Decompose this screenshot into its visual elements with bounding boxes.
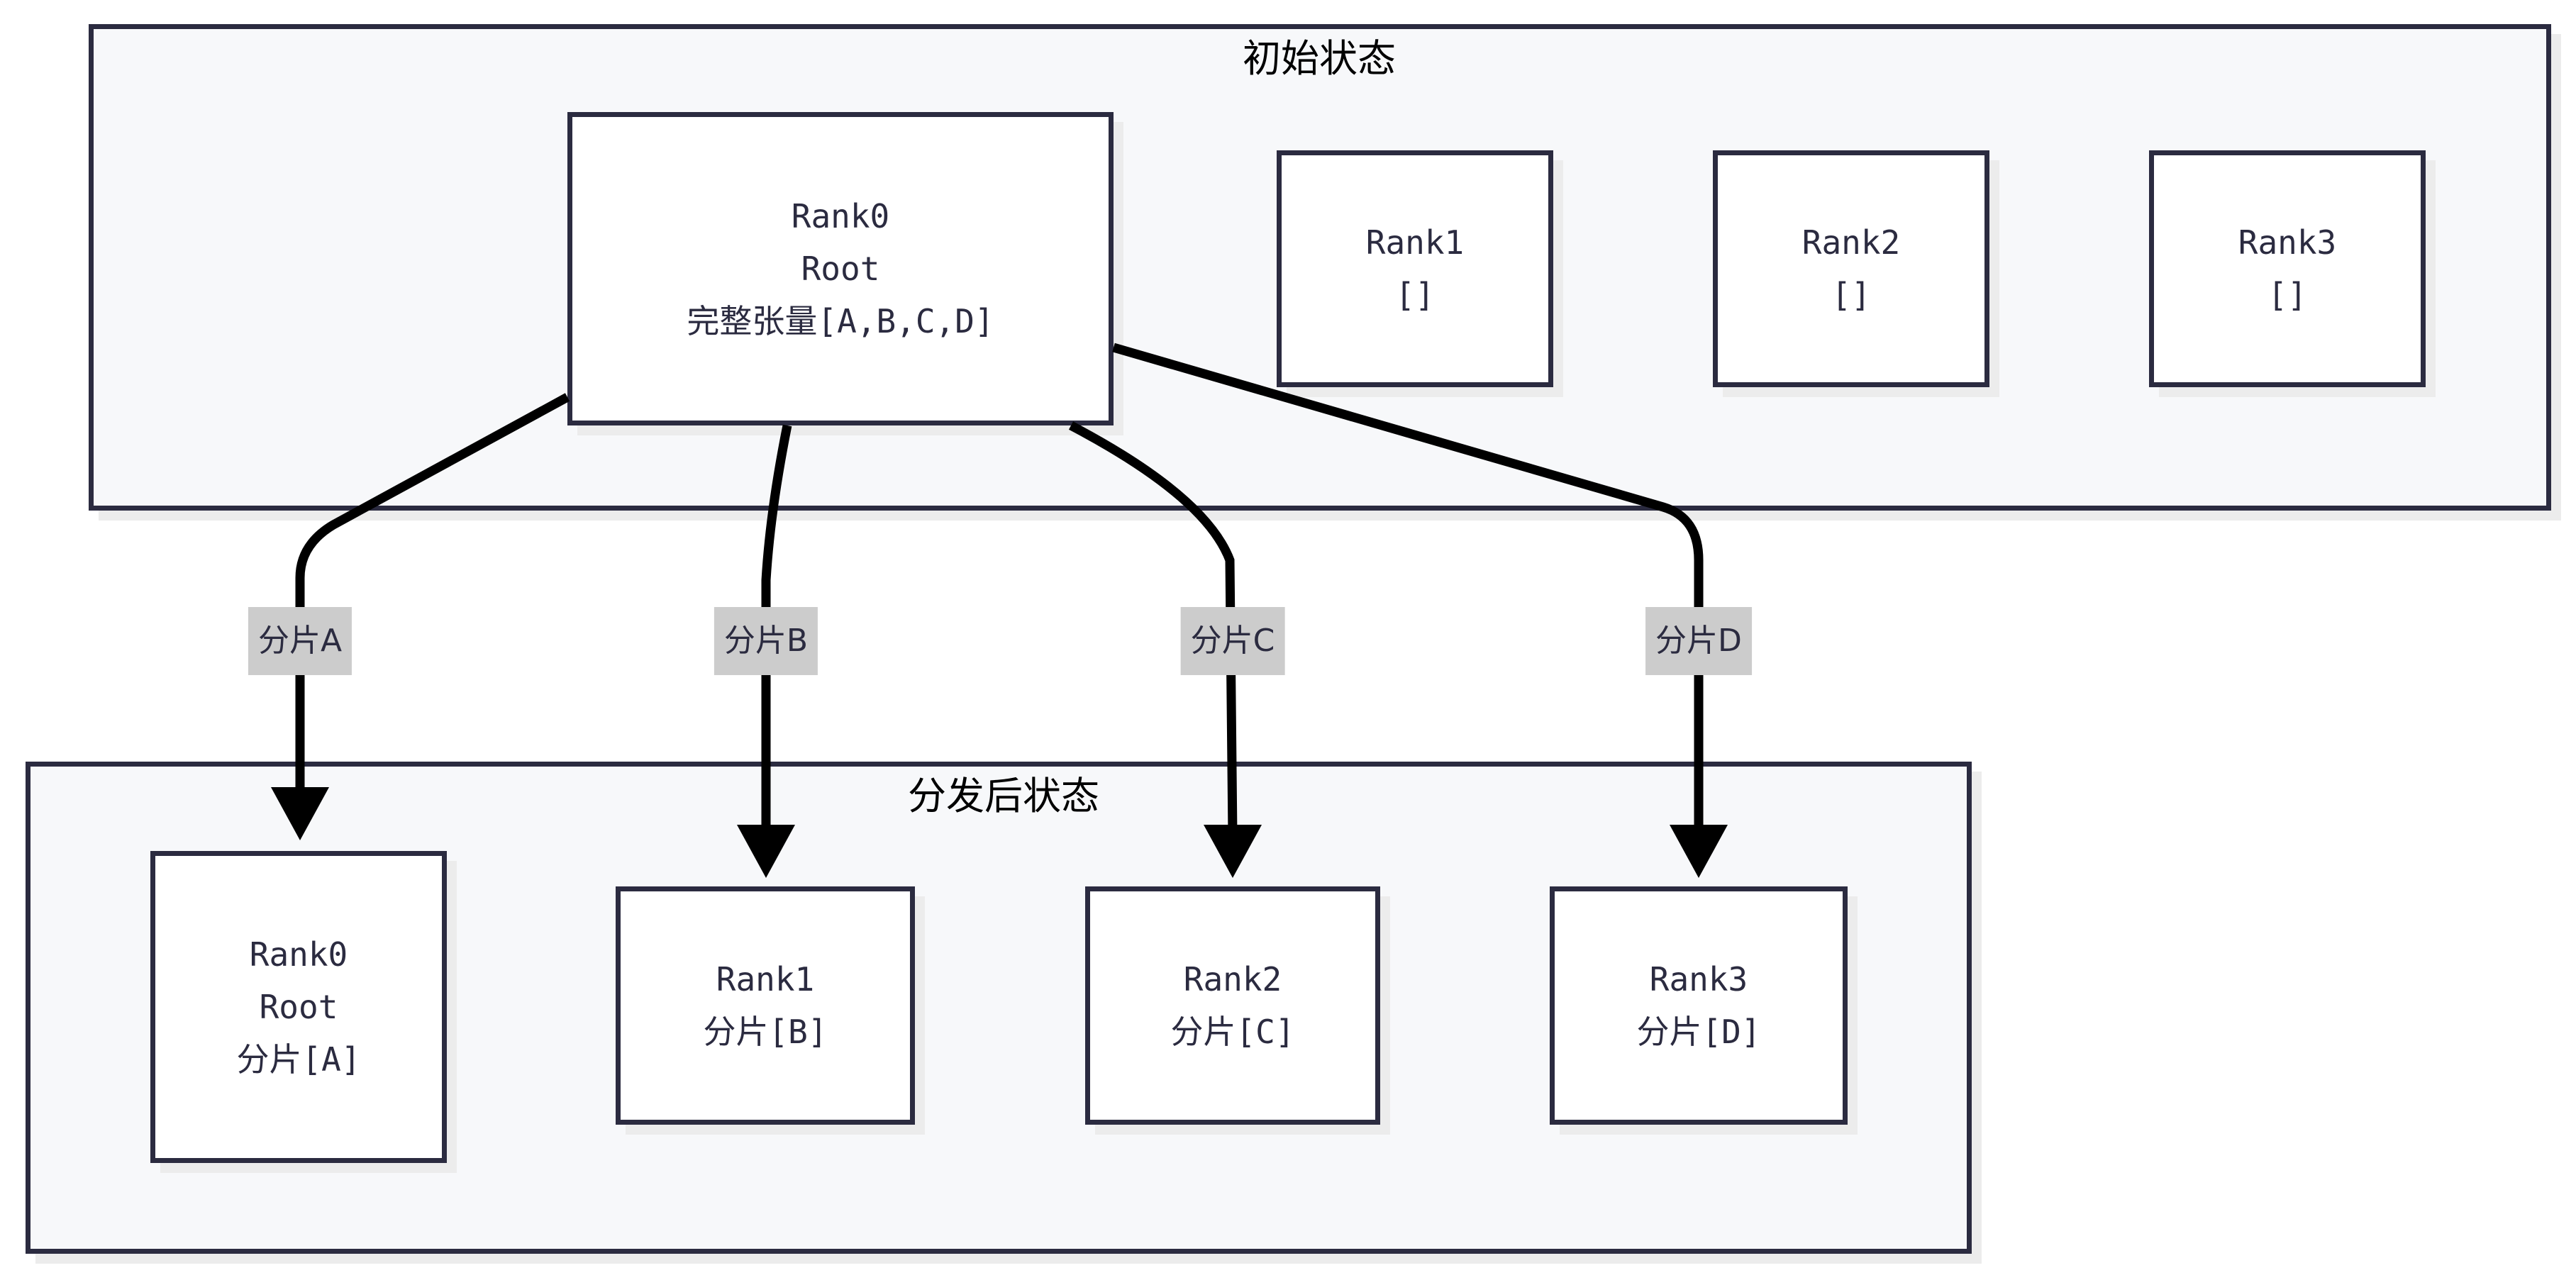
- edge-label-d: 分片D: [1645, 607, 1752, 675]
- node-rank1-initial[interactable]: Rank1 []: [1277, 150, 1553, 387]
- node-rank0-initial-line-0: Rank0: [791, 197, 890, 235]
- cluster-after-state-title: 分发后状态: [908, 774, 1099, 818]
- node-rank0-after-line-0: Rank0: [249, 935, 348, 974]
- node-rank0-initial[interactable]: Rank0 Root 完整张量[A,B,C,D]: [567, 112, 1114, 425]
- node-rank3-initial[interactable]: Rank3 []: [2149, 150, 2426, 387]
- edge-label-a: 分片A: [248, 607, 352, 675]
- node-rank1-after-line-0: Rank1: [716, 960, 815, 998]
- node-rank1-after-line-1: 分片[B]: [703, 1013, 828, 1051]
- node-rank0-after-line-2: 分片[A]: [236, 1040, 361, 1079]
- edge-label-c: 分片C: [1180, 607, 1285, 675]
- node-rank3-initial-line-1: []: [2267, 276, 2307, 314]
- node-rank2-after-line-1: 分片[C]: [1170, 1013, 1295, 1051]
- node-rank1-after[interactable]: Rank1 分片[B]: [616, 886, 915, 1125]
- node-rank3-after-line-1: 分片[D]: [1636, 1013, 1761, 1051]
- node-rank0-initial-line-1: Root: [801, 250, 880, 288]
- node-rank3-after[interactable]: Rank3 分片[D]: [1550, 886, 1848, 1125]
- node-rank0-after[interactable]: Rank0 Root 分片[A]: [150, 851, 447, 1163]
- node-rank3-after-line-0: Rank3: [1649, 960, 1748, 998]
- node-rank2-initial-line-1: []: [1831, 276, 1871, 314]
- node-rank2-initial[interactable]: Rank2 []: [1713, 150, 1989, 387]
- node-rank2-after[interactable]: Rank2 分片[C]: [1085, 886, 1380, 1125]
- node-rank1-initial-line-0: Rank1: [1365, 223, 1465, 262]
- edge-label-b: 分片B: [714, 607, 818, 675]
- node-rank1-initial-line-1: []: [1395, 276, 1435, 314]
- node-rank0-after-line-1: Root: [259, 988, 338, 1026]
- node-rank2-initial-line-0: Rank2: [1801, 223, 1901, 262]
- node-rank0-initial-line-2: 完整张量[A,B,C,D]: [687, 302, 994, 340]
- node-rank2-after-line-0: Rank2: [1183, 960, 1282, 998]
- node-rank3-initial-line-0: Rank3: [2238, 223, 2337, 262]
- cluster-initial-state-title: 初始状态: [1243, 36, 1396, 81]
